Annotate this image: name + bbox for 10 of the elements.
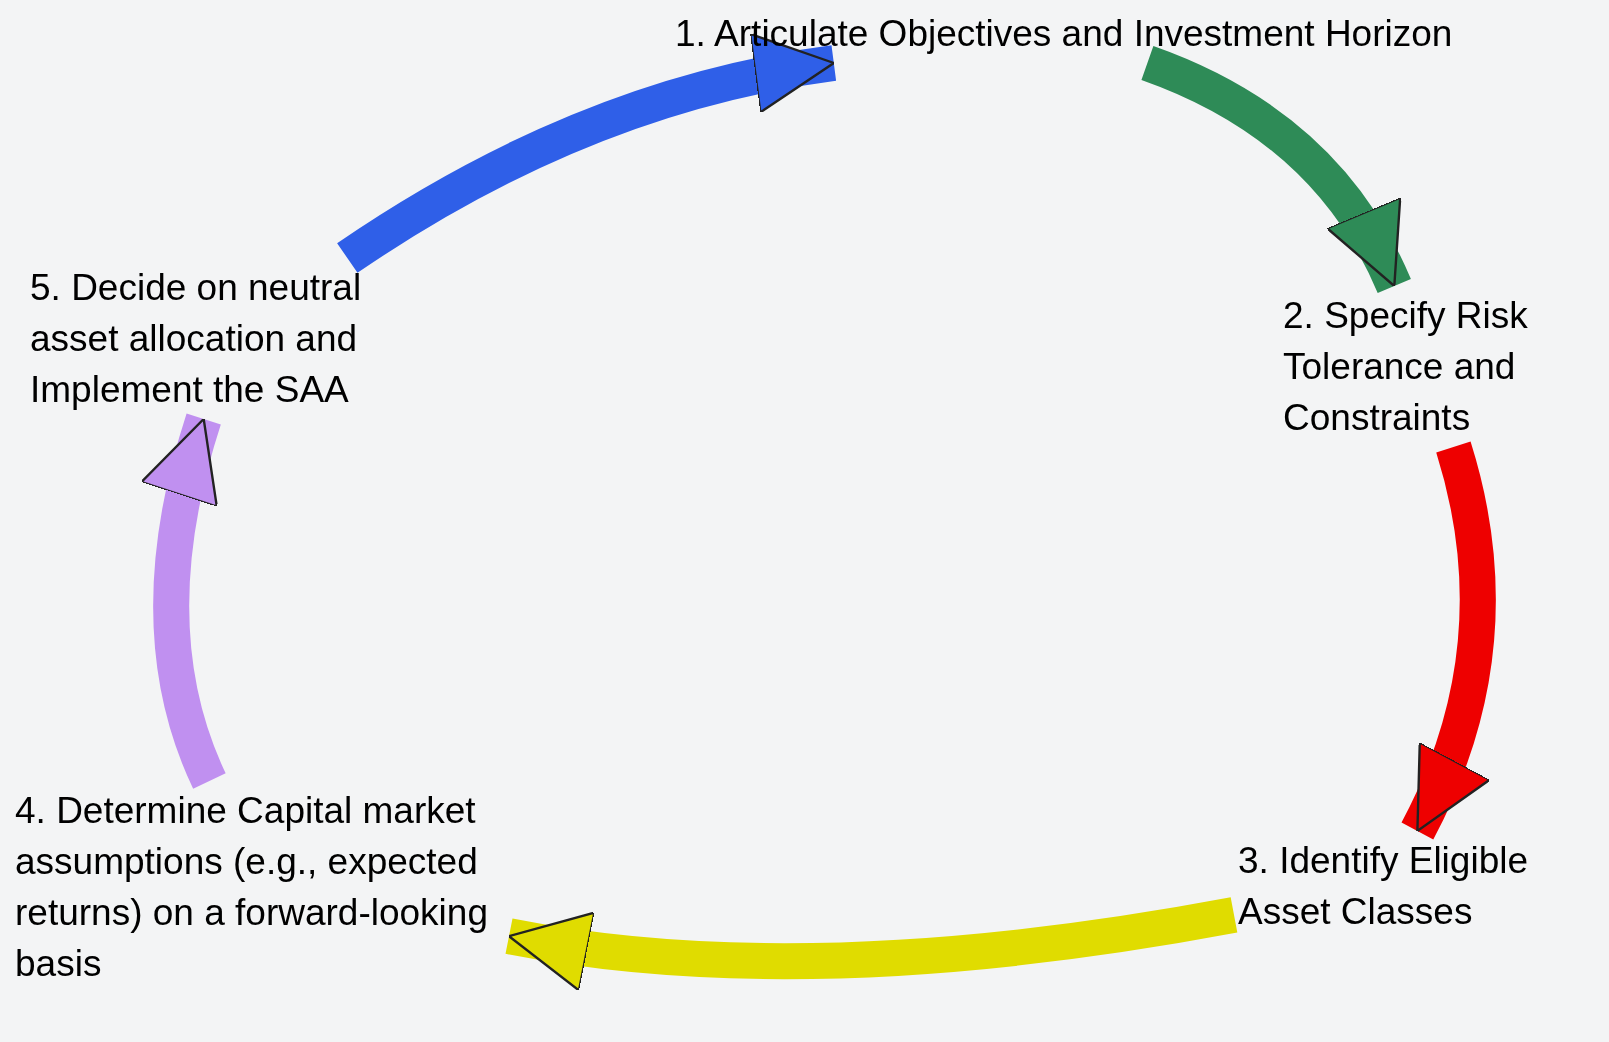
curved-arrow — [1401, 442, 1496, 839]
step-label: 2. Specify Risk Tolerance and Constraints — [1283, 290, 1573, 443]
curved-arrow — [505, 897, 1238, 991]
step-label: 4. Determine Capital market assumptions (e.g., expected returns) on a forward-looking basis — [15, 785, 505, 989]
step-label: 5. Decide on neutral asset allocation and Implement the SAA — [30, 262, 430, 415]
step-label: 1. Articulate Objectives and Investment Horizon — [675, 8, 1453, 59]
curved-arrow — [337, 34, 837, 274]
curved-arrow — [1140, 46, 1411, 294]
step-label: 3. Identify Eligible Asset Classes — [1238, 835, 1538, 937]
curved-arrow — [141, 413, 226, 789]
